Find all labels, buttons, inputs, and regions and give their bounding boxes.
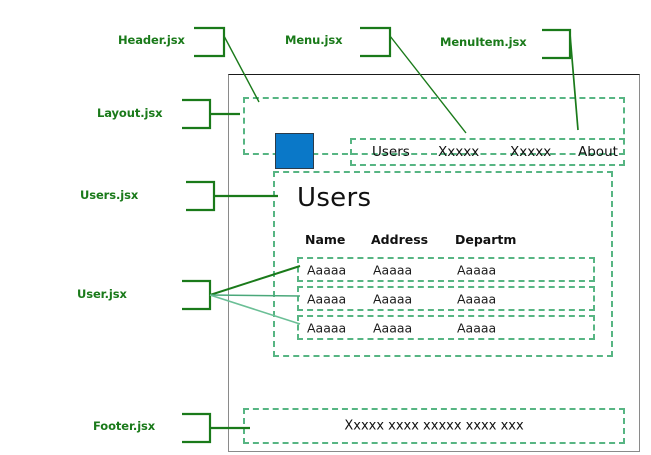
menu-item-xxxxx-2[interactable]: Xxxxx: [510, 144, 552, 160]
menu-item-xxxxx-1[interactable]: Xxxxx: [438, 144, 480, 160]
bracket-footer: [182, 412, 212, 444]
menu-component-region: Users Xxxxx Xxxxx About: [350, 138, 625, 166]
cell-address: Aaaaa: [373, 320, 413, 335]
annotation-label-user: User.jsx: [77, 287, 127, 301]
column-header-departm: Departm: [455, 232, 517, 247]
footer-component-region: Xxxxx xxxx xxxxx xxxx xxx: [243, 408, 625, 444]
column-header-name: Name: [305, 232, 346, 247]
cell-departm: Aaaaa: [457, 291, 497, 306]
table-header-row: Name Address Departm: [297, 232, 597, 250]
table-row[interactable]: Aaaaa Aaaaa Aaaaa: [297, 257, 595, 282]
bracket-menuitem: [542, 28, 572, 60]
column-header-address: Address: [371, 232, 429, 247]
cell-address: Aaaaa: [373, 262, 413, 277]
cell-address: Aaaaa: [373, 291, 413, 306]
footer-text: Xxxxx xxxx xxxxx xxxx xxx: [344, 418, 524, 434]
menu-item-users[interactable]: Users: [372, 144, 410, 160]
table-row[interactable]: Aaaaa Aaaaa Aaaaa: [297, 286, 595, 311]
bracket-layout: [182, 98, 212, 130]
annotation-label-menuitem: MenuItem.jsx: [440, 35, 527, 49]
cell-departm: Aaaaa: [457, 262, 497, 277]
page-title: Users: [297, 183, 372, 213]
annotation-label-menu: Menu.jsx: [285, 33, 343, 47]
annotation-label-layout: Layout.jsx: [97, 106, 163, 120]
bracket-user: [182, 279, 212, 311]
annotation-label-header: Header.jsx: [118, 33, 185, 47]
cell-departm: Aaaaa: [457, 320, 497, 335]
annotation-label-users: Users.jsx: [80, 188, 139, 202]
bracket-header: [194, 26, 226, 58]
cell-name: Aaaaa: [307, 262, 347, 277]
header-component-region: Users Xxxxx Xxxxx About: [243, 97, 625, 169]
table-row[interactable]: Aaaaa Aaaaa Aaaaa: [297, 315, 595, 340]
annotation-label-footer: Footer.jsx: [93, 419, 156, 433]
logo-icon: [275, 133, 314, 169]
cell-name: Aaaaa: [307, 320, 347, 335]
cell-name: Aaaaa: [307, 291, 347, 306]
bracket-menu: [360, 26, 392, 58]
menu-item-about[interactable]: About: [578, 144, 618, 160]
app-window-frame: Users Xxxxx Xxxxx About Users Name Addre…: [228, 74, 640, 452]
bracket-users: [186, 180, 216, 212]
users-component-region: Users Name Address Departm Aaaaa Aaaaa A…: [273, 171, 613, 357]
